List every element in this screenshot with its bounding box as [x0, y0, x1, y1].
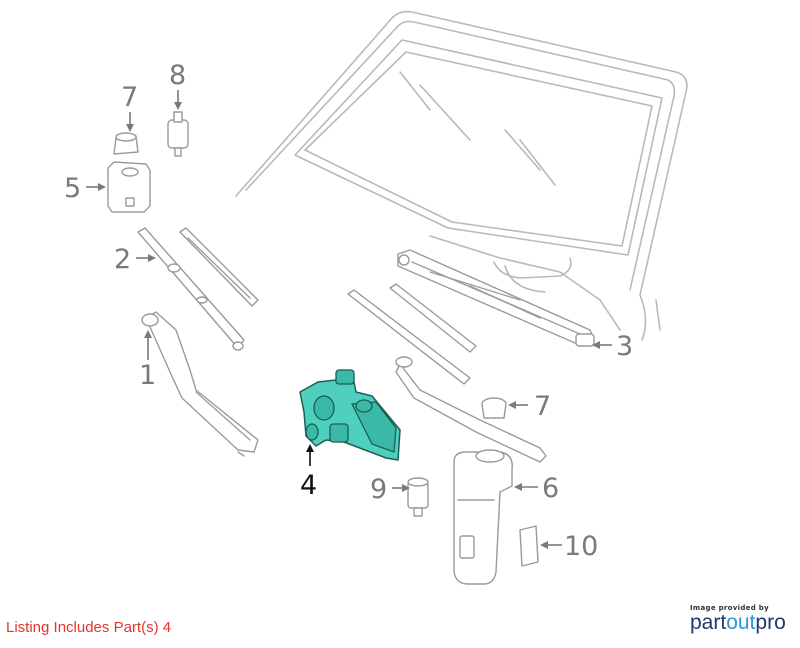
callout-7-lower: 7 [534, 391, 551, 422]
listing-includes-text: Listing Includes Part(s) 4 [6, 619, 172, 636]
callout-8: 8 [169, 60, 186, 91]
part-10-sensor [519, 525, 539, 567]
part-4-wiper-motor [299, 369, 401, 461]
part-1-wiper-arm [141, 311, 259, 457]
callout-labels: 5 7 8 2 1 3 7 6 9 10 4 [64, 60, 633, 562]
brand-name-part: part [690, 611, 727, 634]
part-9-pump-motor [407, 477, 429, 517]
brand-name-pro: pro [755, 611, 786, 634]
part-5-reservoir [107, 161, 151, 213]
callout-7-upper: 7 [121, 82, 138, 113]
callout-4: 4 [300, 470, 317, 501]
part-2-wiper-blades [137, 227, 477, 385]
part-8-pump [167, 111, 189, 157]
brand-logo: Image provided by partoutpro [690, 604, 794, 635]
part-6-washer-reservoir [453, 449, 513, 585]
brand-name: partoutpro [690, 611, 794, 635]
callout-6: 6 [542, 473, 559, 504]
part-7-cap-lower [481, 397, 507, 419]
callout-9: 9 [370, 474, 387, 505]
callout-3: 3 [616, 331, 633, 362]
callout-10: 10 [564, 531, 598, 562]
callout-2: 2 [114, 244, 131, 275]
part-7-cap-upper [113, 132, 139, 155]
part-3-wiper-linkage [397, 249, 595, 347]
vehicle-outline [235, 10, 688, 341]
callout-5: 5 [64, 173, 81, 204]
callout-1: 1 [139, 360, 156, 391]
brand-caption: Image provided by [690, 604, 769, 612]
callout-arrows [86, 90, 612, 549]
washer-hose [395, 356, 547, 463]
brand-name-out: out [726, 611, 756, 634]
